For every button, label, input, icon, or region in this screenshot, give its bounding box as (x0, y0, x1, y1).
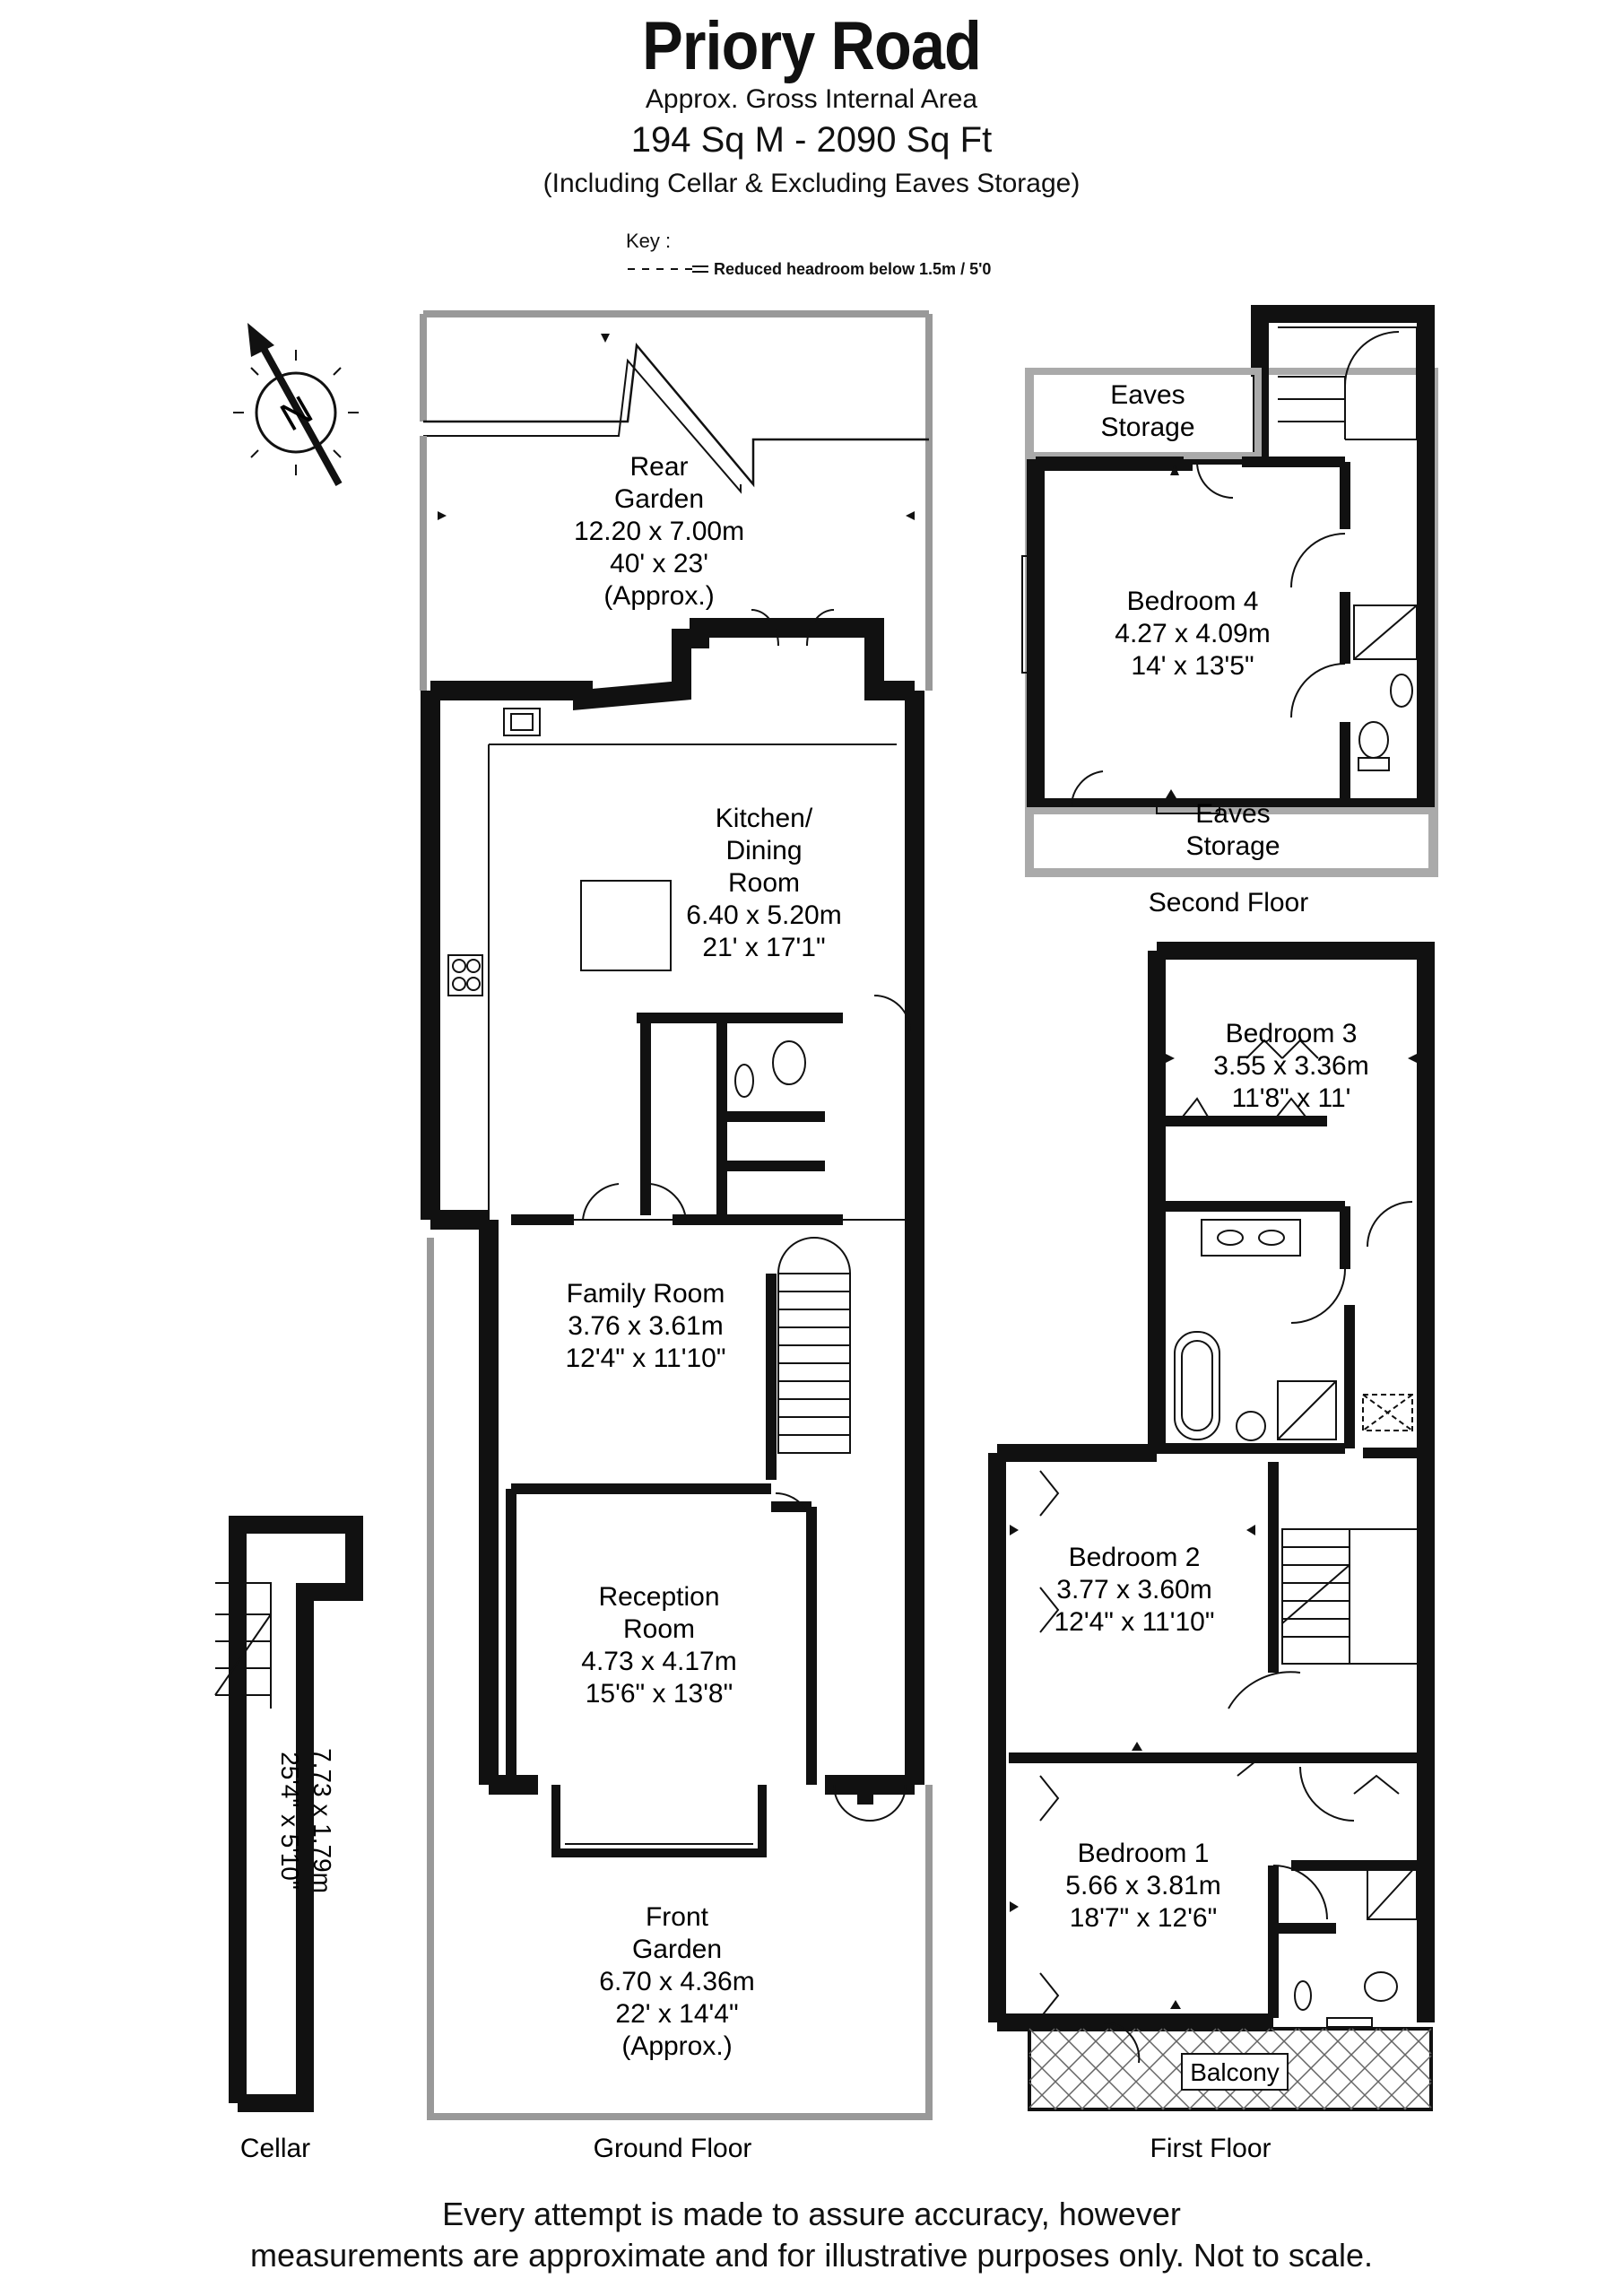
key-dashed-line (628, 265, 708, 273)
rear-garden-line-2: Garden (614, 484, 704, 514)
compass-icon: N (233, 323, 359, 486)
cellar-plan: 7.73 x 1.79m 25'4" x 5'10" Cellar (214, 1516, 363, 2163)
family-room-dims-m: 3.76 x 3.61m (568, 1311, 723, 1341)
bedroom1-name: Bedroom 1 (1078, 1839, 1210, 1868)
second-floor-plan (1021, 305, 1438, 877)
front-garden-dims-m: 6.70 x 4.36m (599, 1967, 754, 1996)
key-label: Key : (626, 230, 672, 252)
rear-garden-dims-ft: 40' x 23' (610, 549, 708, 578)
bedroom2-dims-m: 3.77 x 3.60m (1056, 1575, 1211, 1605)
balcony-label: Balcony (1190, 2058, 1280, 2086)
eaves-storage-bottom-line-2: Storage (1185, 831, 1280, 861)
rear-garden-approx: (Approx.) (603, 581, 714, 611)
rear-garden-line-1: Rear (629, 452, 688, 482)
kitchen-line-2: Dining (725, 836, 802, 865)
reception-line-2: Room (623, 1614, 695, 1644)
disclaimer-line-2: measurements are approximate and for ill… (250, 2237, 1373, 2274)
bedroom3-dims-ft: 11'8" x 11' (1232, 1083, 1351, 1113)
bedroom2-dims-ft: 12'4" x 11'10" (1055, 1607, 1215, 1637)
area-label: Approx. Gross Internal Area (645, 84, 978, 114)
front-garden-line-1: Front (646, 1902, 709, 1932)
cellar-dims-ft: 25'4" x 5'10" (276, 1752, 304, 1890)
area-note: (Including Cellar & Excluding Eaves Stor… (542, 169, 1081, 198)
reception-line-1: Reception (598, 1582, 719, 1612)
reception-dims-m: 4.73 x 4.17m (581, 1647, 736, 1676)
ground-floor-plan (420, 310, 933, 2120)
bedroom4-dims-m: 4.27 x 4.09m (1115, 619, 1270, 648)
bedroom3-name: Bedroom 3 (1226, 1019, 1358, 1048)
page-title: Priory Road (642, 8, 982, 84)
bedroom1-dims-ft: 18'7" x 12'6" (1070, 1903, 1218, 1933)
eaves-storage-top-line-1: Eaves (1110, 380, 1185, 410)
bedroom4-dims-ft: 14' x 13'5" (1131, 651, 1254, 681)
kitchen-dims-ft: 21' x 17'1" (702, 933, 825, 962)
front-garden-line-2: Garden (632, 1935, 722, 1964)
eaves-storage-bottom-line-1: Eaves (1195, 799, 1270, 829)
front-garden-dims-ft: 22' x 14'4" (615, 1999, 738, 2029)
bedroom3-dims-m: 3.55 x 3.36m (1213, 1051, 1368, 1081)
key-line-text: Reduced headroom below 1.5m / 5'0 (714, 260, 992, 278)
front-garden-approx: (Approx.) (621, 2031, 732, 2061)
cellar-dims-m: 7.73 x 1.79m (308, 1748, 336, 1893)
ground-floor-label: Ground Floor (594, 2134, 752, 2163)
area-value: 194 Sq M - 2090 Sq Ft (630, 120, 993, 160)
bedroom1-dims-m: 5.66 x 3.81m (1065, 1871, 1220, 1900)
first-floor-label: First Floor (1150, 2134, 1271, 2163)
rear-garden-dims-m: 12.20 x 7.00m (574, 517, 744, 546)
reception-dims-ft: 15'6" x 13'8" (586, 1679, 733, 1709)
kitchen-line-3: Room (728, 868, 800, 898)
bedroom4-name: Bedroom 4 (1127, 587, 1259, 616)
kitchen-dims-m: 6.40 x 5.20m (686, 900, 841, 930)
second-floor-label: Second Floor (1149, 888, 1308, 918)
family-room-name: Family Room (567, 1279, 725, 1309)
bedroom2-name: Bedroom 2 (1069, 1543, 1201, 1572)
cellar-label: Cellar (240, 2134, 310, 2163)
first-floor-plan (988, 942, 1435, 2111)
kitchen-line-1: Kitchen/ (716, 804, 813, 833)
disclaimer-line-1: Every attempt is made to assure accuracy… (442, 2196, 1181, 2232)
family-room-dims-ft: 12'4" x 11'10" (566, 1344, 726, 1373)
eaves-storage-top-line-2: Storage (1100, 413, 1194, 442)
